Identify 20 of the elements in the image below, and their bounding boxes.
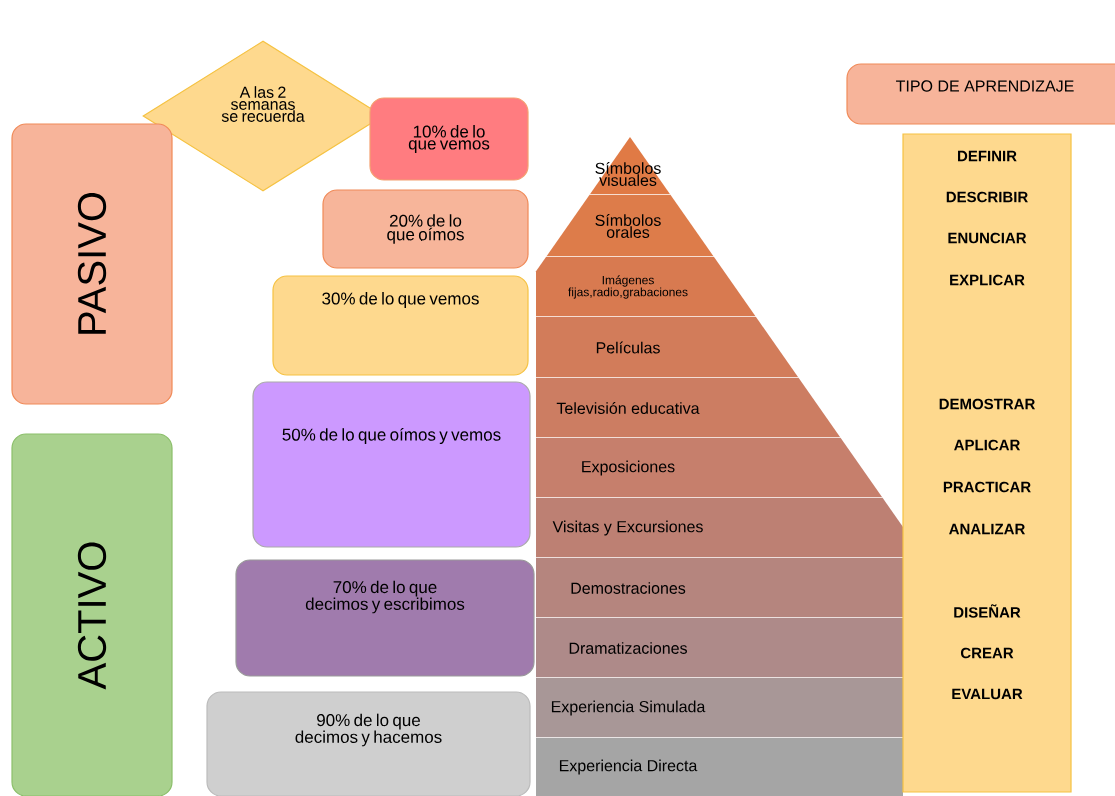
percentage-box: 10% de lo que vemos — [369, 97, 529, 181]
percentage-box: 20% de lo que oímos — [322, 189, 529, 269]
percentage-box: 50% de lo que oímos y vemos — [252, 381, 531, 548]
side-label-box: ACTIVO — [11, 433, 173, 796]
percentage-box: 70% de lo que decimos y escribimos — [235, 559, 535, 677]
percentage-box: 90% de lo que decimos y hacemos — [206, 691, 531, 796]
pyramid-band: Dramatizaciones — [535, 618, 904, 679]
pyramid-band: Visitas y Excursiones — [535, 498, 904, 559]
verb-column: DEFINIR DESCRIBIR ENUNCIAR EXPLICAR DEMOSTRAR APLICAR PRACTICAR ANALIZAR DISEÑAR CREAR EVALUAR — [902, 133, 1072, 793]
pyramid-band: Experiencia Simulada — [535, 678, 904, 739]
pyramid-band: Demostraciones — [535, 558, 904, 619]
percentage-box: 30% de lo que vemos — [272, 275, 529, 376]
pyramid-band: Televisión educativa — [535, 378, 842, 439]
side-label-box: PASIVO — [11, 123, 173, 405]
heading-box: TIPO DE APRENDIZAJE — [846, 63, 1115, 125]
pyramid-band: Exposiciones — [535, 438, 884, 499]
pyramid-band: Películas — [535, 317, 800, 379]
pyramid-band: Experiencia Directa — [536, 738, 903, 796]
pyramid-band: Símbolos orales — [545, 195, 715, 258]
pyramid-band: Imágenes fijas,radio,grabaciones — [535, 257, 757, 318]
